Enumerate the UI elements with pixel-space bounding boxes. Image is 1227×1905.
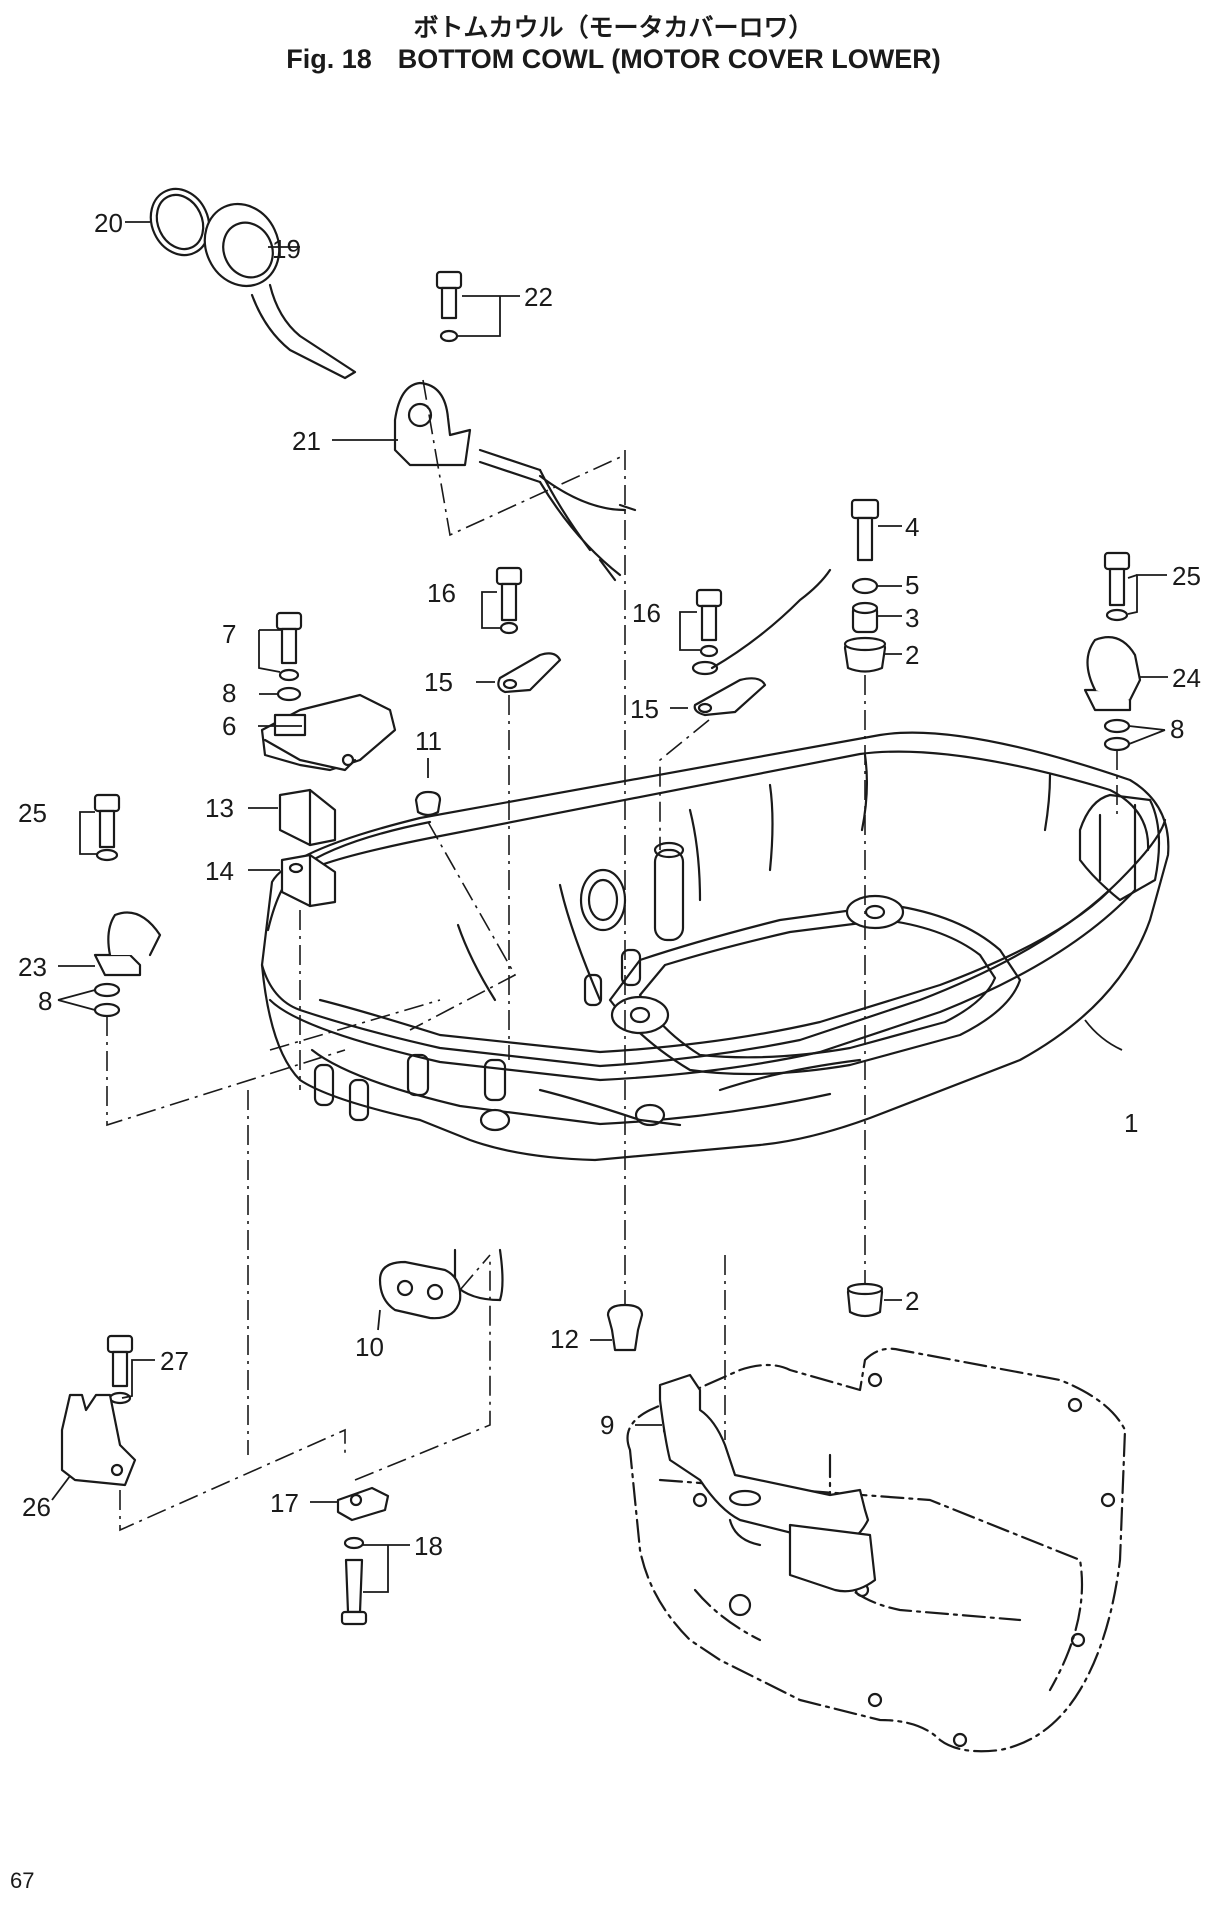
bottom-plate-bolt-holes (662, 1372, 1116, 1748)
part-10-grommet (378, 1260, 462, 1320)
part-22-bolt-washer (435, 270, 463, 343)
part-8-washers-left (93, 982, 121, 1018)
callout-22: 22 (524, 282, 553, 312)
callout-23: 23 (18, 952, 47, 982)
callout-12: 12 (550, 1324, 579, 1354)
part-11-grommet (414, 790, 442, 817)
callout-8-lower-left: 8 (38, 986, 52, 1016)
callout-6: 6 (222, 711, 236, 741)
part-20-o-ring (149, 187, 211, 257)
part-12-drain-plug (606, 1303, 644, 1352)
engine-bottom-plate (626, 1347, 1127, 1753)
part-13-cushion (278, 788, 337, 847)
part-19-plug-with-cable (203, 202, 357, 380)
figure-number: Fig. 18 (286, 44, 372, 74)
part-4-bolt (850, 498, 880, 562)
part-5-washer (851, 577, 879, 595)
part-2-upper-grommet (843, 636, 887, 673)
callout-11: 11 (415, 726, 442, 756)
part-16-bolt-washer-b (691, 588, 723, 676)
part-9-cowl-bracket (658, 1373, 877, 1593)
part-8-washers-right (1103, 718, 1131, 752)
part-15-clip-b (693, 677, 767, 717)
callout-25-left: 25 (18, 798, 47, 828)
callout-17: 17 (270, 1488, 299, 1518)
callout-8-right: 8 (1170, 714, 1184, 744)
part-24-bracket (1083, 636, 1142, 712)
callout-27: 27 (160, 1346, 189, 1376)
callout-14: 14 (205, 856, 234, 886)
callout-9: 9 (600, 1410, 614, 1440)
callout-5: 5 (905, 570, 919, 600)
callout-16-right: 16 (632, 598, 661, 628)
part-3-collar (851, 601, 879, 634)
callout-26: 26 (22, 1492, 51, 1522)
wire-harness (478, 448, 637, 582)
callout-15-left: 15 (424, 667, 453, 697)
reference-lines (106, 379, 1118, 1532)
callout-2-upper: 2 (905, 640, 919, 670)
callout-15-right: 15 (630, 694, 659, 724)
part-8-washer-left-top (276, 686, 302, 702)
callout-4: 4 (905, 512, 919, 542)
callout-7: 7 (222, 619, 236, 649)
part-25-bolt-washer-right (1103, 551, 1131, 622)
leader-lines (51, 221, 1168, 1593)
part-27-bolt-washer (106, 1334, 134, 1405)
title-japanese: ボトムカウル（モータカバーロワ） (413, 13, 814, 42)
callout-10: 10 (355, 1332, 384, 1362)
part-16-bolt-washer-a (495, 566, 523, 635)
part-26-bracket (60, 1393, 137, 1487)
part-2-lower-grommet (846, 1282, 884, 1318)
page-number: 67 (10, 1868, 35, 1893)
part-23-bracket (93, 911, 162, 977)
part-16-wire (710, 568, 832, 670)
bottom-cowl-body (260, 731, 1170, 1302)
callout-16-left: 16 (427, 578, 456, 608)
part-25-bolt-washer-left (93, 793, 121, 862)
part-15-clip-a (497, 652, 562, 694)
callout-20: 20 (94, 208, 123, 238)
part-14-cushion (280, 853, 337, 908)
callout-13: 13 (205, 793, 234, 823)
part-21-cable-plate (393, 381, 472, 467)
callout-1: 1 (1124, 1108, 1138, 1138)
part-17-clamp (336, 1486, 390, 1522)
callout-3: 3 (905, 603, 919, 633)
part-6-cowl-lock (260, 693, 397, 772)
figure-title-english: BOTTOM COWL (MOTOR COVER LOWER) (397, 44, 941, 74)
callout-25-right: 25 (1172, 561, 1201, 591)
callout-18: 18 (414, 1531, 443, 1561)
callout-2-lower: 2 (905, 1286, 919, 1316)
callout-24: 24 (1172, 663, 1201, 693)
figure-title: Fig. 18 BOTTOM COWL (MOTOR COVER LOWER) (0, 44, 1227, 75)
part-7-bolt-washer (275, 611, 303, 682)
part-18-screw-washer (340, 1536, 368, 1626)
callout-8-upper-left: 8 (222, 678, 236, 708)
callout-21: 21 (292, 426, 321, 456)
callout-19: 19 (272, 234, 301, 264)
